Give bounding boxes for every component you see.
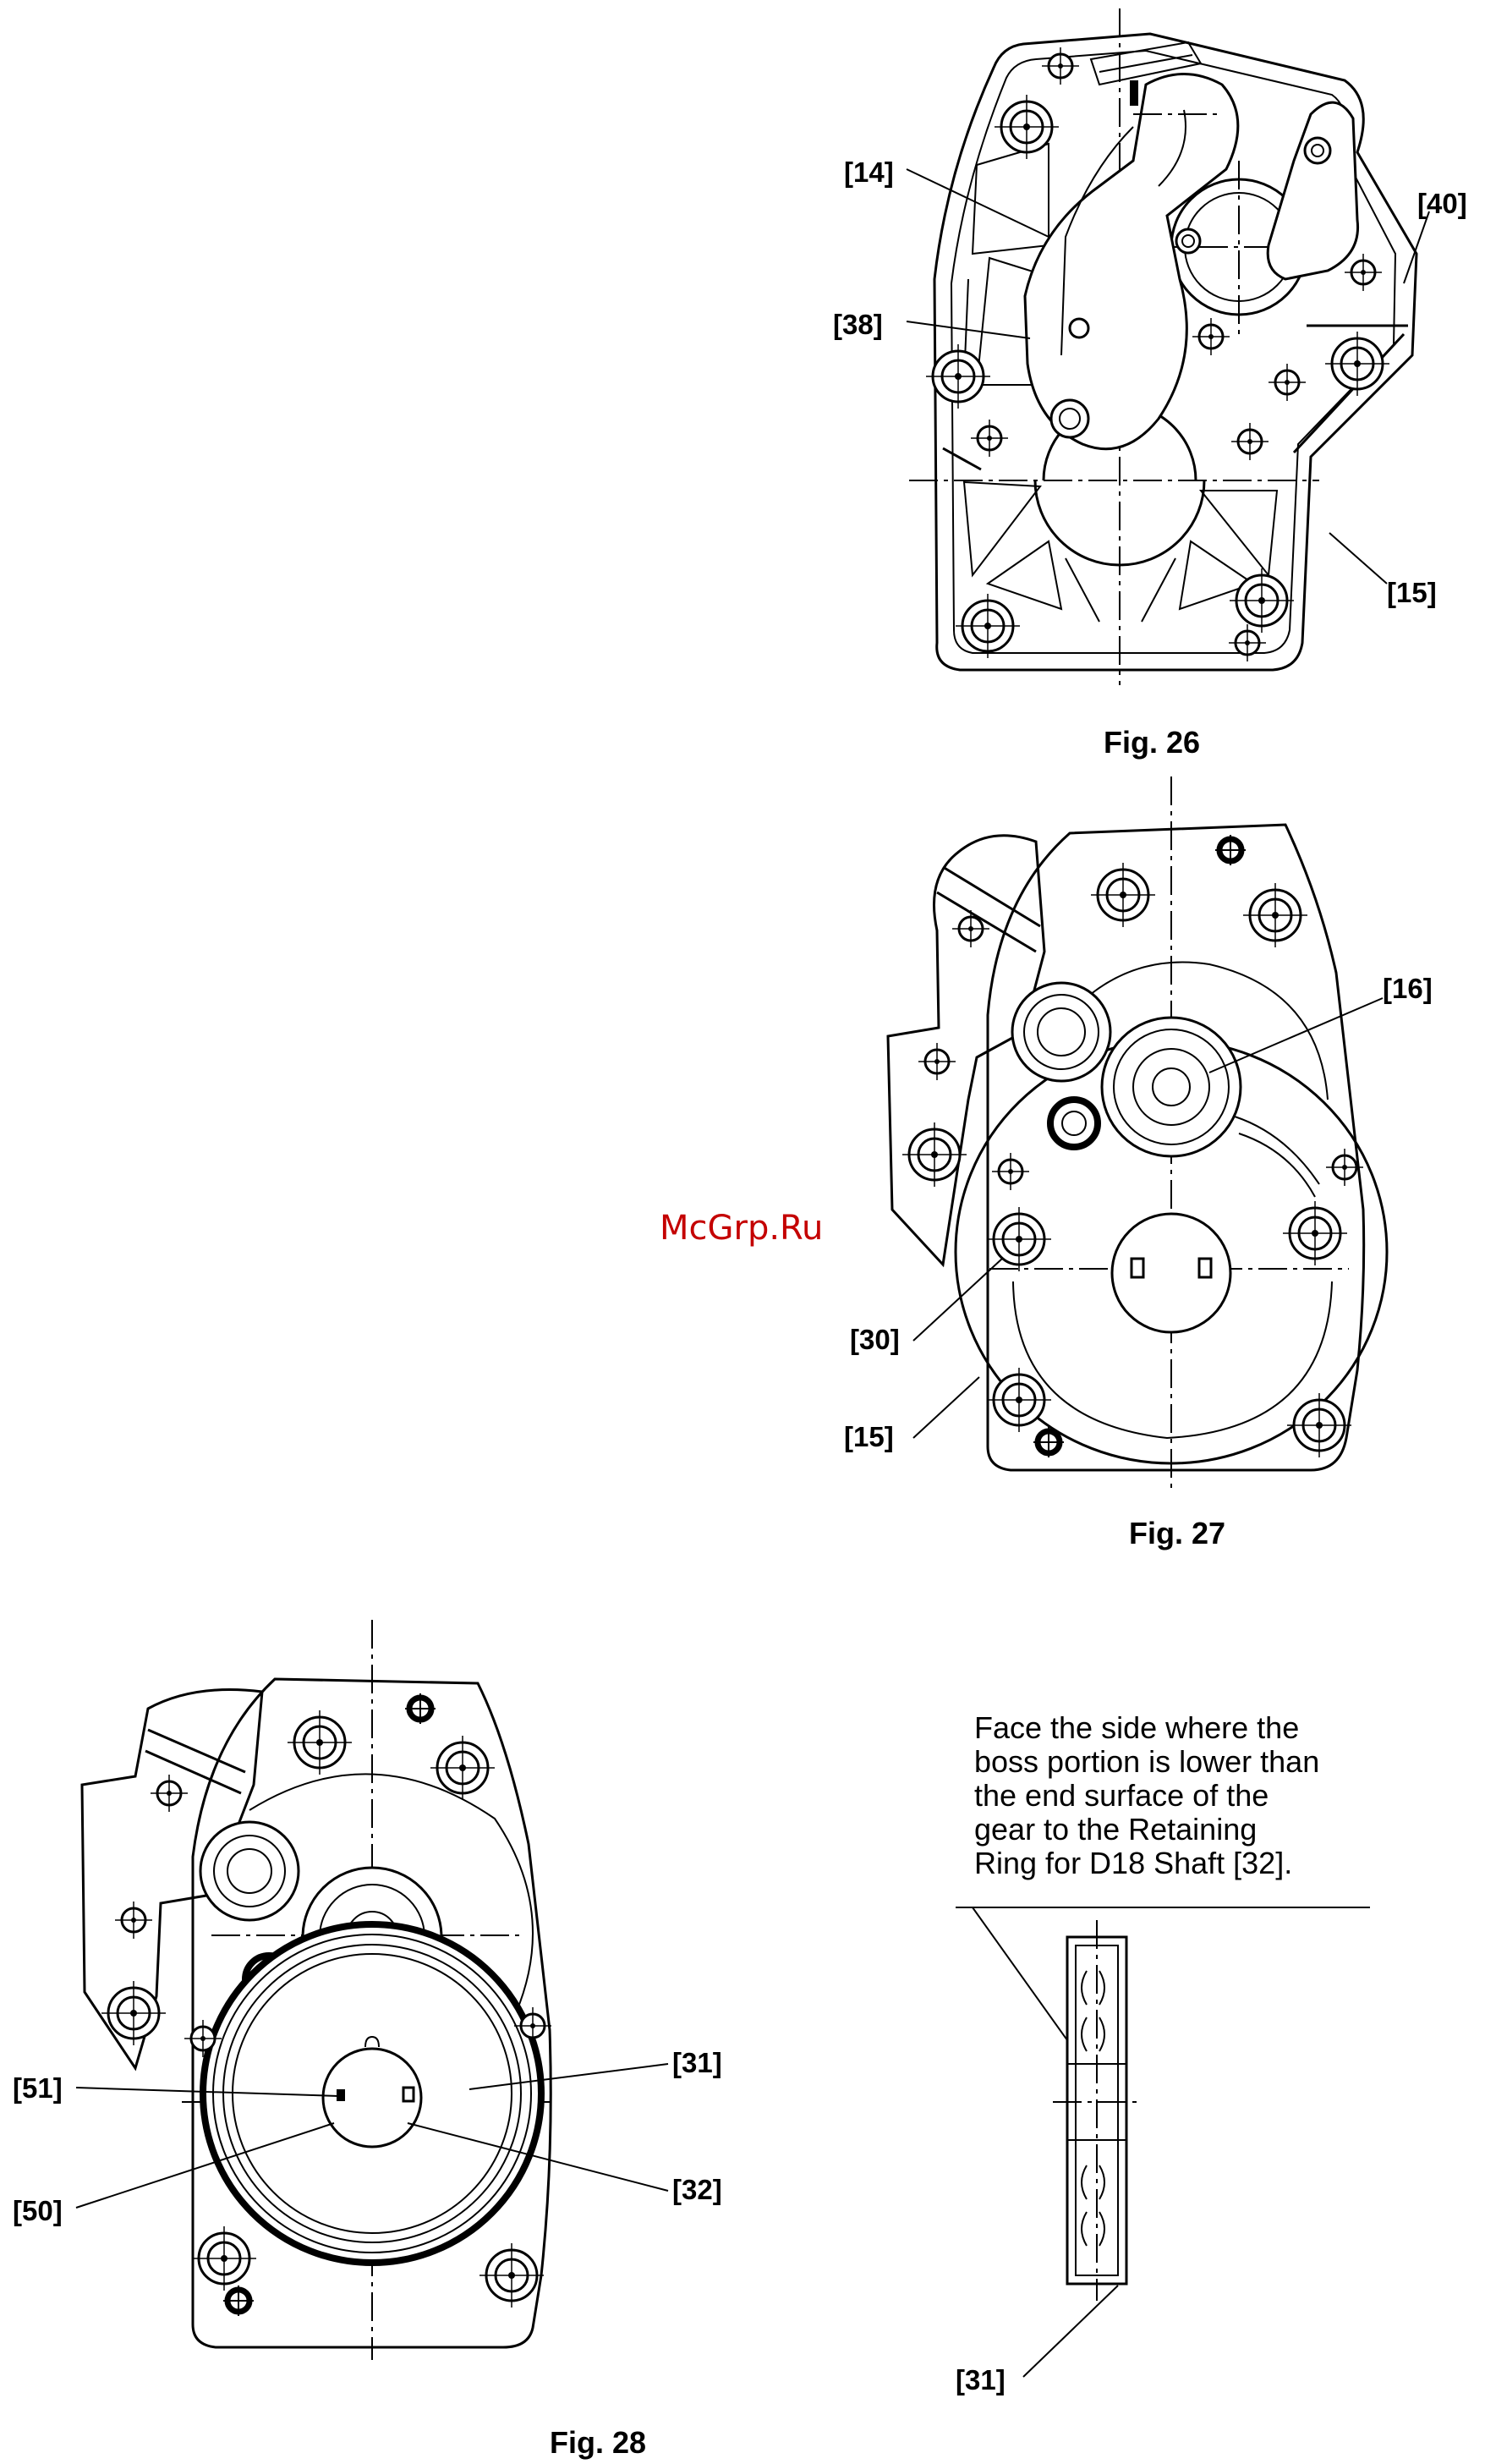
callout-15: [15] (1387, 577, 1437, 608)
figure-26: [14] [38] [40] [15] Fig. 26 (833, 8, 1467, 760)
callout-30: [30] (850, 1324, 900, 1355)
assembly-note-line-2: boss portion is lower than (974, 1744, 1319, 1779)
callout-38: [38] (833, 309, 883, 340)
detail-callout-31: [31] (956, 2364, 1006, 2395)
callout-40: [40] (1417, 188, 1467, 219)
watermark: McGrp.Ru (660, 1209, 823, 1248)
assembly-note-line-4: gear to the Retaining (974, 1812, 1257, 1847)
figure-caption: Fig. 26 (1104, 725, 1200, 760)
callout-50: [50] (13, 2195, 63, 2226)
figure-caption: Fig. 28 (550, 2425, 646, 2460)
callout-32: [32] (672, 2174, 722, 2205)
callout-15: [15] (844, 1421, 894, 1452)
callout-51: [51] (13, 2072, 63, 2104)
assembly-note-line-1: Face the side where the (974, 1710, 1299, 1745)
callout-16: [16] (1383, 973, 1433, 1004)
figure-27: [16] [30] [15] Fig. 27 (844, 777, 1433, 1550)
callout-14: [14] (844, 156, 894, 188)
assembly-note-line-5: Ring for D18 Shaft [32]. (974, 1846, 1292, 1880)
figure-caption: Fig. 27 (1129, 1516, 1225, 1550)
assembly-note-line-3: the end surface of the (974, 1778, 1269, 1813)
figure-28: [51] [50] [31] [32] Fig. 28 [31] Face th… (13, 1620, 1370, 2460)
callout-31: [31] (672, 2047, 722, 2078)
